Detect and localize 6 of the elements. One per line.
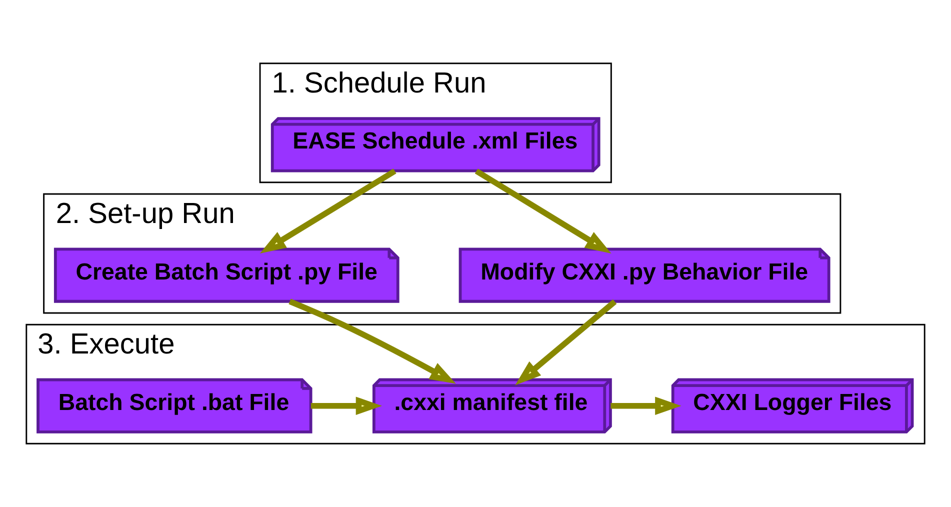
arrow [310, 396, 382, 416]
arrow [288, 298, 456, 384]
arrow [515, 299, 617, 386]
arrow [474, 168, 612, 254]
arrow [260, 168, 396, 254]
arrow [610, 396, 682, 416]
